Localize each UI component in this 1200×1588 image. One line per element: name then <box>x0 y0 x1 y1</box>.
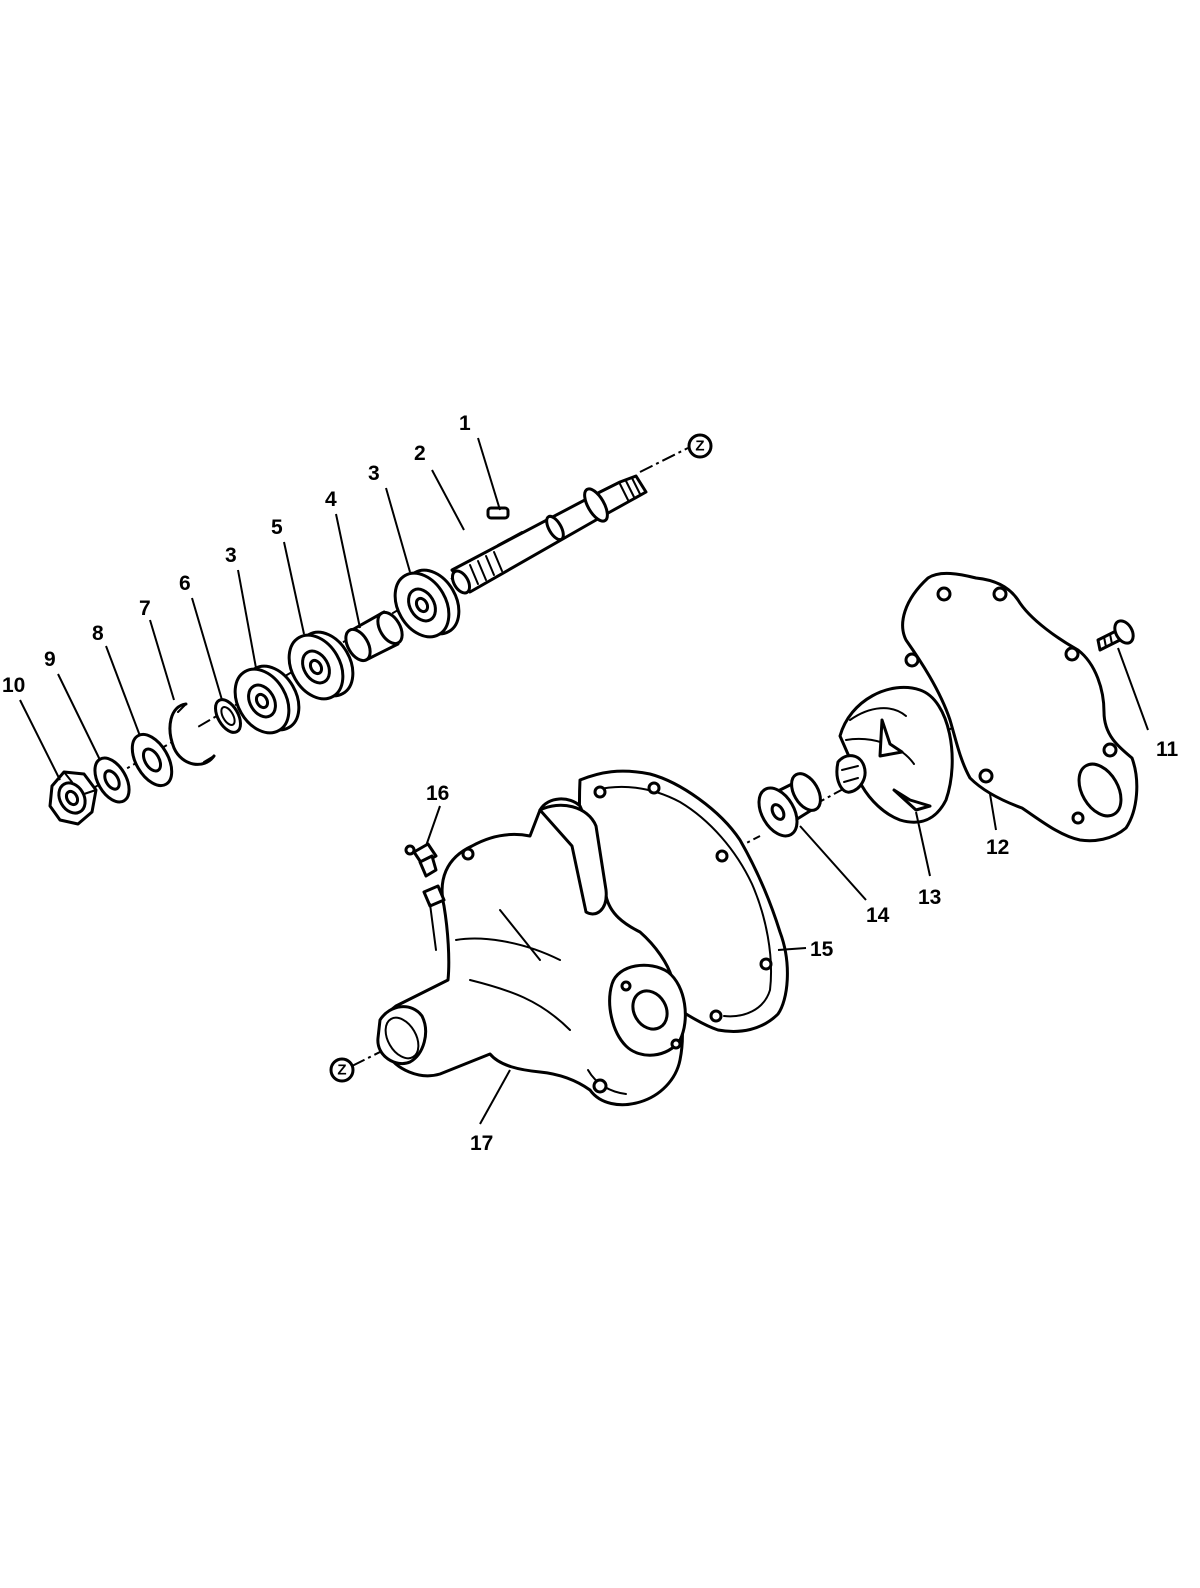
leader-13 <box>915 811 931 877</box>
callout-9: 9 <box>44 648 56 671</box>
reference-mark-z-bottom-label: Z <box>337 1062 346 1079</box>
part-13-impeller <box>835 685 954 824</box>
part-5-bearing <box>287 630 355 701</box>
callout-1: 1 <box>459 412 471 435</box>
callout-16: 16 <box>426 782 449 805</box>
part-16-grease-nipple <box>404 842 446 951</box>
leader-3b <box>237 569 257 669</box>
callout-4: 4 <box>325 488 337 511</box>
callout-13: 13 <box>918 886 941 909</box>
leader-2 <box>431 469 465 531</box>
leader-8 <box>105 645 141 737</box>
leader-7 <box>149 619 175 701</box>
leader-15 <box>777 947 807 951</box>
callout-2: 2 <box>414 442 426 465</box>
leader-6 <box>191 597 223 701</box>
part-11-screw <box>1096 619 1135 652</box>
part-10-nut <box>48 770 98 826</box>
callout-11: 11 <box>1156 738 1179 761</box>
reference-mark-z-top: Z <box>687 433 713 459</box>
callout-5: 5 <box>271 516 283 539</box>
callout-15: 15 <box>810 938 834 961</box>
leader-16 <box>425 805 441 847</box>
callout-3a: 3 <box>368 462 380 485</box>
leader-lines <box>19 437 1149 1125</box>
leader-17 <box>479 1069 511 1125</box>
leader-5 <box>283 541 305 635</box>
part-6-snap-ring <box>214 698 242 734</box>
leader-12 <box>989 793 997 831</box>
leader-14 <box>799 825 867 901</box>
callout-12: 12 <box>986 836 1009 859</box>
callout-14: 14 <box>866 904 890 927</box>
callout-17: 17 <box>470 1132 493 1155</box>
reference-mark-z-top-label: Z <box>695 438 704 455</box>
leader-4 <box>335 513 361 629</box>
reference-mark-z-bottom: Z <box>329 1057 355 1083</box>
leader-10 <box>19 699 61 781</box>
leader-3a <box>385 487 411 573</box>
part-3-bearing-lower <box>233 664 301 735</box>
part-3-bearing-upper <box>393 568 461 639</box>
part-4-spacer <box>344 610 404 663</box>
part-17-pump-housing <box>376 797 687 1107</box>
callout-labels: 1 2 3 4 5 3 6 7 8 9 10 11 12 13 14 15 16… <box>2 412 1179 1155</box>
leader-9 <box>57 673 101 761</box>
part-8-seal <box>130 732 174 788</box>
part-1-key <box>486 506 510 520</box>
part-14-seal <box>757 772 822 838</box>
callout-10: 10 <box>2 674 25 697</box>
part-12-cover-plate <box>901 571 1139 843</box>
callout-8: 8 <box>92 622 104 645</box>
leader-11 <box>1117 647 1149 731</box>
callout-3b: 3 <box>225 544 237 567</box>
part-7-circlip <box>168 702 216 766</box>
callout-6: 6 <box>179 572 191 595</box>
callout-7: 7 <box>139 597 151 620</box>
leader-1 <box>477 437 501 511</box>
part-2-shaft <box>450 474 648 595</box>
